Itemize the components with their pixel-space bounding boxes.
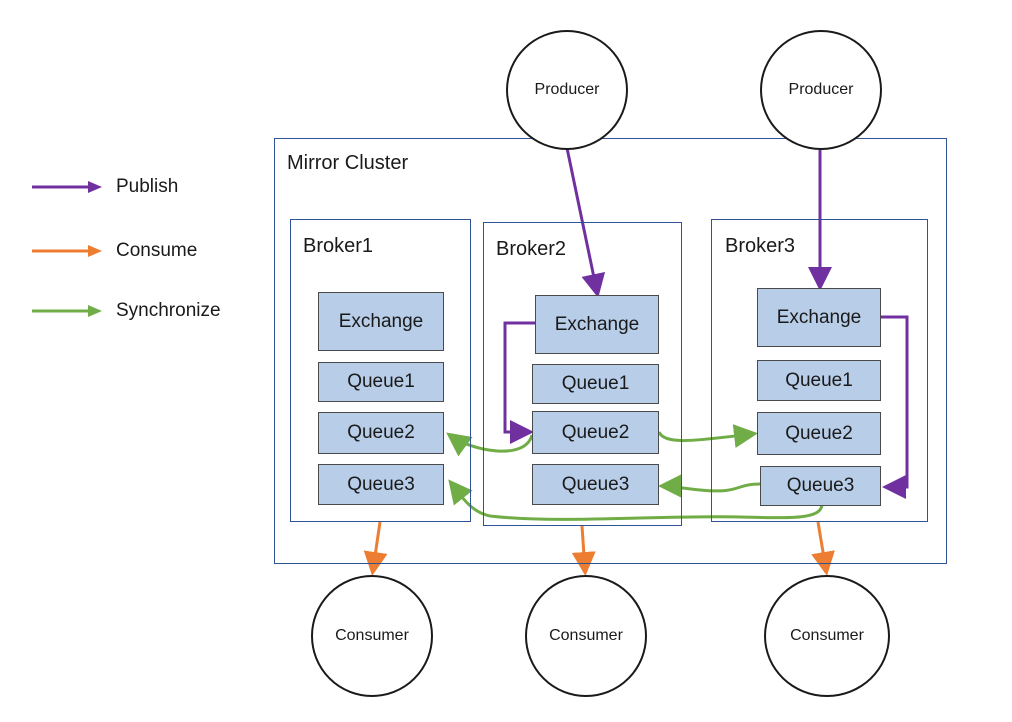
producer-label-1: Producer [534, 81, 600, 98]
consumer-label-3: Consumer [790, 627, 864, 644]
broker2-queue3-label: Queue3 [561, 473, 630, 495]
legend-synchronize-label: Synchronize [116, 300, 221, 321]
broker1-frame [290, 219, 471, 522]
broker1-queue1-label: Queue1 [347, 371, 415, 392]
legend-consume-arrow [32, 245, 102, 257]
broker3-queue2: Queue2 [757, 412, 881, 455]
legend-publish-label: Publish [116, 176, 179, 197]
sync-arrow-b3q3-b2q3 [658, 474, 761, 499]
broker2-queue1-label: Queue1 [561, 373, 630, 394]
legend-consume-label: Consume [116, 240, 198, 261]
broker2-queue2-label: Queue2 [561, 421, 630, 443]
broker1-queue1: Queue1 [318, 362, 444, 402]
consumer-label-1: Consumer [335, 627, 409, 644]
legend-publish: Publish [30, 174, 178, 200]
mirror-cluster-label: Mirror Cluster [287, 152, 409, 174]
broker2-label: Broker2 [496, 238, 567, 260]
consume-arrow-broker2 [571, 525, 596, 576]
broker2-queue1: Queue1 [532, 364, 659, 404]
sync-arrow-b2q2-b3q2 [657, 424, 758, 448]
mirror-cluster-frame [274, 138, 947, 564]
broker2-frame [483, 222, 682, 526]
consumer-node-1: Consumer [311, 575, 433, 697]
broker1-queue3-label: Queue3 [347, 473, 415, 495]
producer-label-2: Producer [788, 81, 854, 98]
broker3-queue3: Queue3 [760, 466, 881, 506]
sync-arrow-b3q3-b1q3 [448, 479, 824, 521]
broker1-queue2-label: Queue2 [347, 422, 415, 443]
broker1-queue2: Queue2 [318, 412, 444, 454]
legend-publish-arrow [32, 181, 102, 193]
broker1-label: Broker1 [303, 235, 374, 257]
broker2-exchange: Exchange [535, 295, 659, 354]
consumer-node-3: Consumer [764, 575, 890, 697]
broker3-label: Broker3 [725, 235, 796, 257]
broker3-exchange: Exchange [757, 288, 881, 347]
broker2-exchange-label: Exchange [554, 313, 640, 335]
producer-node-2: Producer [760, 30, 882, 150]
publish-arrow-exchange2-queue2 [503, 321, 535, 444]
broker3-queue2-label: Queue2 [785, 422, 853, 444]
broker1-exchange-label: Exchange [338, 310, 424, 332]
producer-node-1: Producer [506, 30, 628, 150]
consume-arrow-broker1 [363, 521, 388, 576]
broker3-exchange-label: Exchange [776, 306, 862, 328]
broker3-frame [711, 219, 928, 522]
broker3-queue3-label: Queue3 [786, 475, 855, 496]
broker2-queue2: Queue2 [532, 411, 659, 454]
broker3-queue1-label: Queue1 [785, 369, 853, 391]
legend-synchronize-arrow [32, 305, 102, 317]
publish-arrow-exchange3-queue3 [881, 315, 909, 499]
consumer-label-2: Consumer [549, 627, 623, 644]
legend-consume: Consume [30, 238, 197, 264]
broker2-queue3: Queue3 [532, 464, 659, 505]
legend-synchronize: Synchronize [30, 298, 221, 324]
broker3-queue1: Queue1 [757, 360, 881, 401]
consume-arrow-broker3 [811, 521, 835, 576]
broker1-queue3: Queue3 [318, 464, 444, 505]
publish-arrow-producer1-exchange2 [565, 147, 606, 298]
broker1-exchange: Exchange [318, 292, 444, 351]
consumer-node-2: Consumer [525, 575, 647, 697]
sync-arrow-b2q2-b1q2 [446, 432, 534, 457]
